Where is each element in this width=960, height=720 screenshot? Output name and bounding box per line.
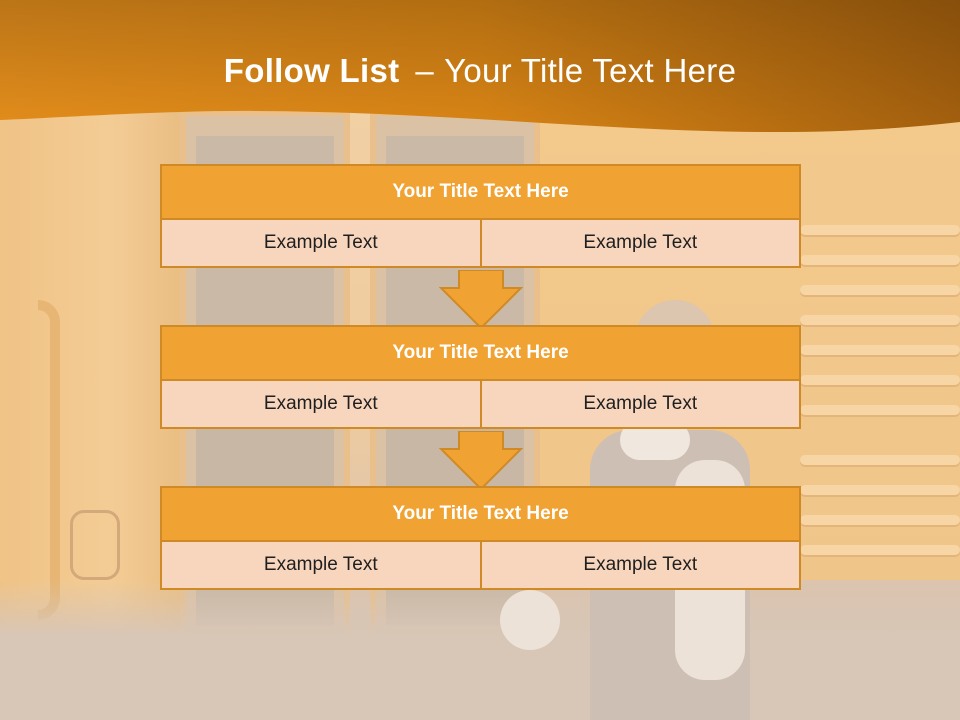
slide-title-bold: Follow List [223, 52, 400, 89]
list-block-3: Your Title Text Here Example Text Exampl… [160, 486, 801, 590]
block-title: Your Title Text Here [160, 486, 801, 542]
bus-stripe [800, 485, 960, 495]
block-row: Example Text Example Text [160, 381, 801, 429]
slide-title: Follow List–Your Title Text Here [0, 52, 960, 90]
grab-handle [38, 300, 60, 620]
bus-stripe [800, 515, 960, 525]
block-title: Your Title Text Here [160, 164, 801, 220]
bus-stripe [800, 545, 960, 555]
down-arrow-icon [439, 270, 523, 330]
block-row: Example Text Example Text [160, 220, 801, 268]
slide-title-dash: – [415, 52, 435, 89]
block-cell-left: Example Text [160, 542, 482, 590]
door-latch [70, 510, 120, 580]
down-arrow-icon [439, 431, 523, 491]
bus-stripe [800, 455, 960, 465]
bus-stripe [800, 255, 960, 265]
block-cell-left: Example Text [160, 381, 482, 429]
bus-stripe [800, 345, 960, 355]
ground-shade [0, 580, 960, 720]
list-block-1: Your Title Text Here Example Text Exampl… [160, 164, 801, 268]
block-row: Example Text Example Text [160, 542, 801, 590]
bus-stripe [800, 375, 960, 385]
bus-stripe [800, 405, 960, 415]
block-cell-right: Example Text [481, 381, 801, 429]
header-wave [0, 0, 960, 133]
bus-stripe [800, 285, 960, 295]
header-banner: Follow List–Your Title Text Here [0, 0, 960, 140]
block-cell-left: Example Text [160, 220, 482, 268]
block-cell-right: Example Text [481, 220, 801, 268]
list-block-2: Your Title Text Here Example Text Exampl… [160, 325, 801, 429]
block-cell-right: Example Text [481, 542, 801, 590]
slide-title-rest: Your Title Text Here [444, 52, 737, 89]
block-title: Your Title Text Here [160, 325, 801, 381]
bus-stripe [800, 225, 960, 235]
bus-stripe [800, 315, 960, 325]
